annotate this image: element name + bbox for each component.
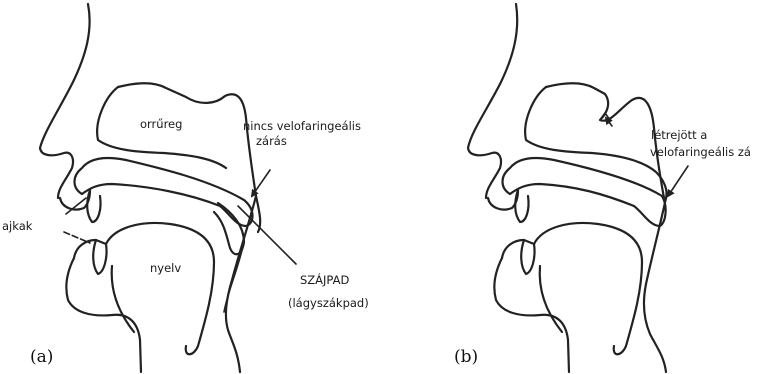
closure-label-line1-a: nincs velofaringeális	[243, 119, 361, 133]
nasal-bump-b	[600, 113, 610, 120]
chin-profile-b	[494, 258, 569, 372]
tongue-a	[106, 223, 214, 354]
chin-profile-a	[66, 258, 141, 372]
lips-pointer-upper-a	[66, 198, 86, 214]
closure-label-line2-a: zárás	[256, 134, 287, 148]
tongue-b	[534, 223, 642, 354]
lower-teeth-b	[521, 240, 534, 274]
lips-pointer-lower-a	[64, 232, 90, 243]
palate-label-line2-a: (lágyszákpad)	[288, 296, 369, 310]
panel-b: létrejött a velofaringeális zá (b)	[454, 4, 751, 372]
nasal-cavity-label-a: orrűreg	[140, 117, 182, 131]
velum-a	[214, 203, 244, 254]
panel-label-a: (a)	[30, 347, 53, 367]
nasal-floor-b	[525, 87, 666, 198]
closure-arrow-b	[668, 166, 688, 196]
palate-label-line1-a: SZÁJPAD	[300, 272, 350, 287]
panel-label-b: (b)	[454, 347, 478, 367]
nasal-cavity-outline-b	[546, 83, 664, 198]
palate-pointer-a	[238, 206, 296, 264]
closure-label-line2-b: velofaringeális zá	[650, 145, 751, 159]
upper-lip-b	[488, 190, 518, 210]
panel-a: orrűreg nincs velofaringeális zárás ajka…	[2, 4, 369, 372]
lips-label-a: ajkak	[2, 219, 33, 233]
closure-label-line1-b: létrejött a	[651, 128, 707, 142]
tongue-base-b	[540, 266, 562, 332]
nasal-cavity-outline-a	[118, 83, 260, 232]
tongue-label-a: nyelv	[150, 261, 181, 275]
tongue-base-a	[112, 266, 134, 332]
lower-teeth-a	[93, 240, 106, 274]
